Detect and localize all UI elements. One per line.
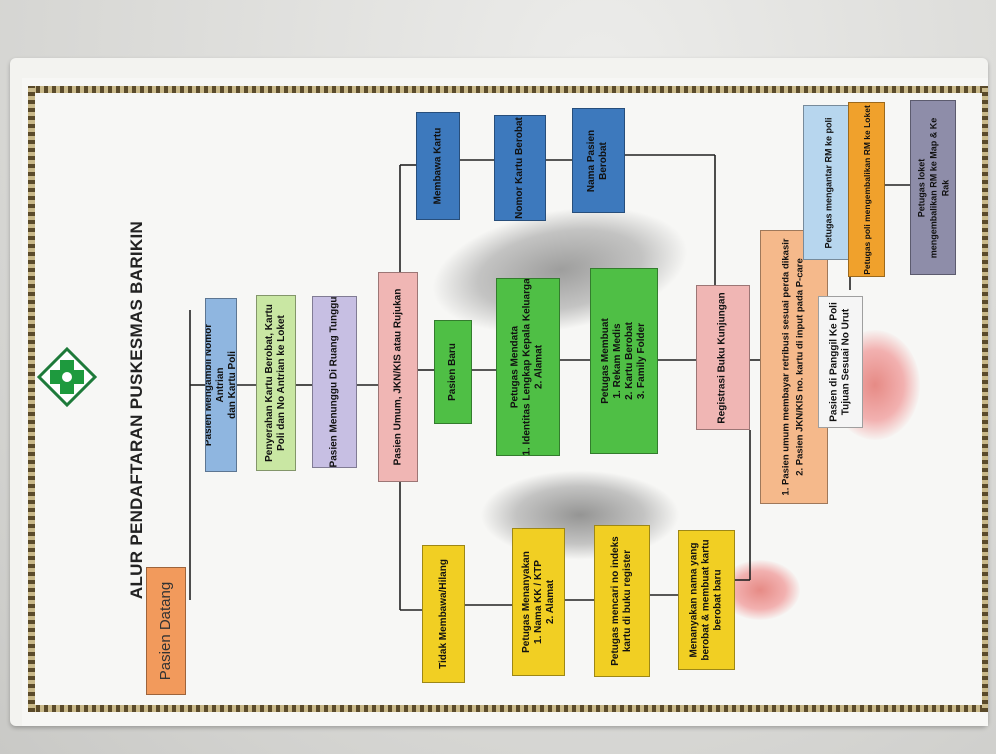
node-registrasi: Registrasi Buku Kunjungan [696, 285, 750, 430]
poster-border-bottom [28, 705, 988, 712]
node-nomor-kartu: Nomor Kartu Berobat [494, 115, 546, 221]
node-membawa-kartu: Membawa Kartu [416, 112, 460, 220]
node-tidak-membawa: Tidak Membawa/Hilang [422, 545, 465, 683]
node-nama-yang-berobat: Menanyakan nama yang berobat & membuat k… [678, 530, 735, 670]
node-ambil-nomor: Pasien Mengambil Nomor Antrian dan Kartu… [205, 298, 237, 472]
node-nama-pasien: Nama Pasien Berobat [572, 108, 625, 213]
node-petugas-mendata: Petugas Mendata 1. Identitas Lengkap Kep… [496, 278, 560, 456]
node-petugas-menanyakan: Petugas Menanyakan 1. Nama KK / KTP 2. A… [512, 528, 565, 676]
node-pasien-umum: Pasien Umum, JKN/KIS atau Rujukan [378, 272, 418, 482]
node-pasien-datang: Pasien Datang [146, 567, 186, 695]
node-rm-ke-loket: Petugas poli mengembalikan RM ke Loket [848, 102, 885, 277]
poster-border-left [28, 86, 35, 712]
poster-border-right [982, 86, 988, 712]
node-pasien-baru: Pasien Baru [434, 320, 472, 424]
poster-title: ALUR PENDAFTARAN PUSKESMAS BARIKIN [127, 220, 147, 600]
node-menunggu: Pasien Menunggu Di Ruang Tunggu [312, 296, 357, 468]
node-petugas-loket: Petugas loket mengembalikan RM ke Map & … [910, 100, 956, 275]
node-panggil-poli: Pasien di Panggil Ke Poli Tujuan Sesuai … [818, 296, 863, 428]
poster-border-top [28, 86, 988, 93]
node-bayar: 1. Pasien umum membayar retribusi sesuai… [760, 230, 828, 504]
puskesmas-cross-logo [36, 346, 98, 408]
node-penyerahan: Penyerahan Kartu Berobat, Kartu Poli dan… [256, 295, 296, 471]
node-petugas-mencari: Petugas mencari no indeks kartu di buku … [594, 525, 650, 677]
node-petugas-membuat: Petugas Membuat 1. Rekam Medis 2. Kartu … [590, 268, 658, 454]
